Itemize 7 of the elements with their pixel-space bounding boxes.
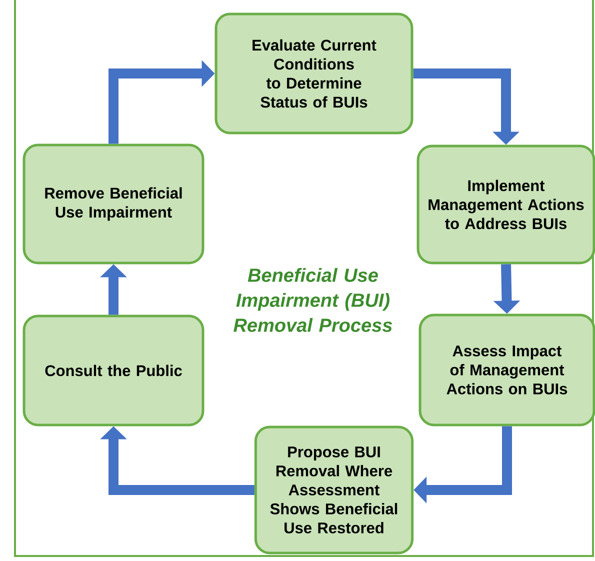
diagram-title: Beneficial Use Impairment (BUI) Removal Process <box>234 268 392 332</box>
process-box: Remove Beneficial Use Impairment <box>22 144 204 264</box>
process-box: Assess Impact of Management Actions on BUIs <box>418 314 595 426</box>
process-box: Evaluate Current Conditions to Determine Status of BUIs <box>214 12 414 134</box>
process-box: Consult the Public <box>22 314 204 426</box>
process-box: Propose BUI Removal Where Assessment Shows Beneficial Use Restored <box>254 426 414 554</box>
process-box: Implement Management Actions to Address BUIs <box>416 144 595 264</box>
